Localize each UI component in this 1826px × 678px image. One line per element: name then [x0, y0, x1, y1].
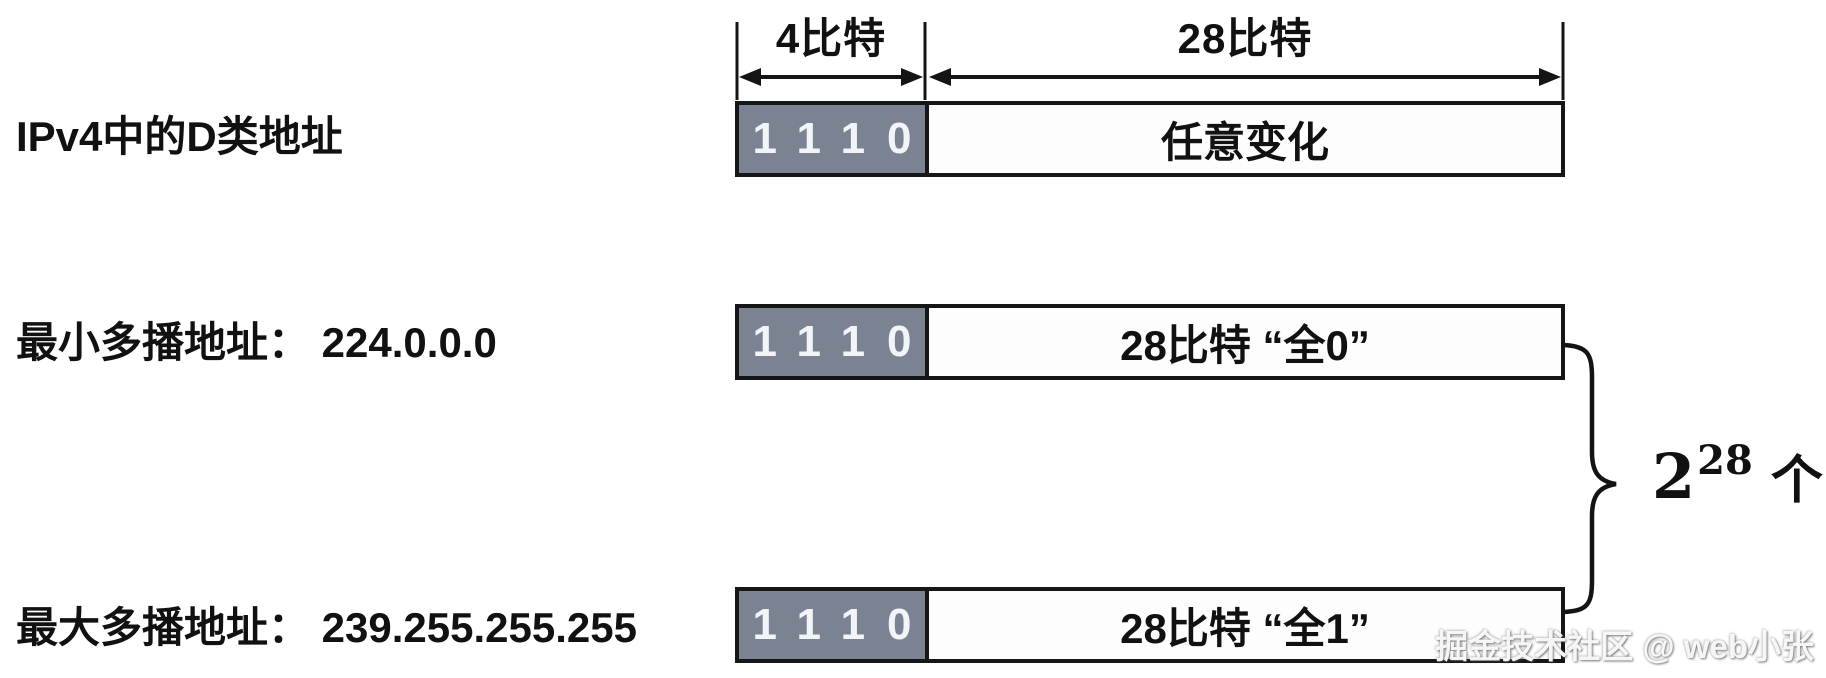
watermark: 掘金技术社区 @ web小张 [1435, 628, 1814, 665]
arrowhead-right-icon [901, 68, 923, 86]
body-bits-width-label: 28比特 [1177, 15, 1313, 62]
address-box-min-multicast: 1110 28比特 “全0” [735, 304, 1565, 380]
prefix-bits-cell: 1110 [739, 591, 929, 659]
address-count-annotation: 228 个 [1652, 437, 1823, 513]
dimension-arrow-4bit [739, 68, 923, 86]
prefix-bits-cell: 1110 [739, 308, 929, 376]
curly-brace [1560, 342, 1617, 615]
arrowhead-left-icon [739, 68, 761, 86]
count-unit: 个 [1770, 450, 1823, 511]
address-box-class-d: 1110 任意变化 [735, 101, 1565, 177]
count-exponent: 28 [1697, 437, 1753, 484]
value-cell: 28比特 “全0” [1120, 321, 1370, 369]
row-label-min-multicast: 最小多播地址： 224.0.0.0 [16, 319, 497, 366]
value-cell: 任意变化 [1160, 118, 1329, 166]
prefix-bits-cell: 1110 [739, 105, 929, 173]
dimension-arrow-28bit [929, 68, 1561, 86]
row-label-max-multicast: 最大多播地址： 239.255.255.255 [16, 604, 637, 651]
count-base: 2 [1652, 440, 1696, 513]
arrowhead-left-icon [929, 68, 951, 86]
value-cell: 28比特 “全1” [1120, 604, 1370, 652]
row-label-class-d: IPv4中的D类地址 [16, 113, 343, 160]
prefix-bits-width-label: 4比特 [775, 15, 887, 62]
address-box-max-multicast: 1110 28比特 “全1” [735, 587, 1565, 663]
arrowhead-right-icon [1539, 68, 1561, 86]
